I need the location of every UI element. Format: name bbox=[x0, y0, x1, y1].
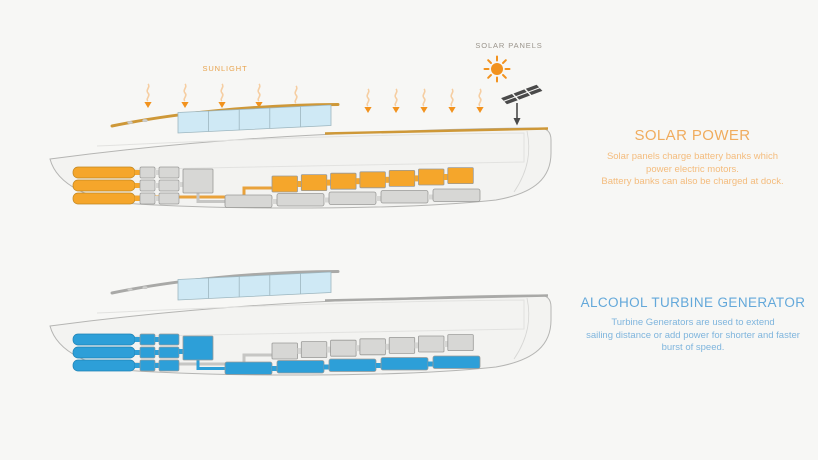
roof-fitting bbox=[142, 119, 148, 123]
sunlight-arrow-icon bbox=[364, 88, 372, 113]
stern-line bbox=[513, 130, 530, 193]
engine-room-outline bbox=[96, 299, 525, 338]
electric-motors bbox=[72, 333, 140, 372]
sunlight-arrow-icon bbox=[476, 88, 484, 113]
roof-fitting bbox=[142, 286, 148, 290]
cabin-windows bbox=[177, 271, 332, 301]
fuel-tanks bbox=[224, 188, 481, 208]
sunlight-arrow-icon bbox=[392, 88, 400, 113]
deck-stripe bbox=[324, 294, 549, 302]
stern-line bbox=[513, 297, 530, 360]
roof-fitting bbox=[127, 288, 133, 292]
fuel-tanks bbox=[224, 355, 481, 375]
turbine-generator-title: ALCOHOL TURBINE GENERATOR bbox=[580, 295, 806, 310]
sunlight-arrow-icon bbox=[181, 83, 189, 108]
turbine-generator-box bbox=[182, 335, 214, 361]
electric-motors bbox=[72, 166, 140, 205]
sunlight-arrow-icon bbox=[144, 83, 152, 108]
power-pipe bbox=[130, 186, 272, 199]
battery-banks bbox=[271, 167, 474, 193]
solar-power-title: SOLAR POWER bbox=[634, 127, 751, 144]
turbine-description-line-1: Turbine Generators are used to extend bbox=[611, 317, 775, 328]
solar-boat-diagram bbox=[49, 103, 552, 209]
sunlight-arrow-icon bbox=[255, 83, 263, 108]
sunlight-arrow-icon bbox=[420, 88, 428, 113]
generator-pipe bbox=[196, 357, 225, 370]
solar-panel-icon bbox=[501, 84, 543, 126]
battery-banks bbox=[271, 334, 474, 360]
generator-pipe bbox=[196, 190, 225, 203]
cabin-windows bbox=[177, 104, 332, 134]
gearbox-couplings bbox=[139, 166, 183, 205]
turbine-generator-box bbox=[182, 168, 214, 194]
solar-description-line-1: Solar panels charge battery banks which bbox=[606, 151, 779, 162]
sunlight-label: SUNLIGHT bbox=[202, 64, 248, 73]
solar-description-line-3: Battery banks can also be charged at doc… bbox=[601, 176, 784, 187]
turbine-description-line-2: sailing distance or add power for shorte… bbox=[586, 329, 800, 341]
sunlight-arrow-icon bbox=[218, 83, 226, 108]
turbine-generator-caption: ALCOHOL TURBINE GENERATOR Turbine Genera… bbox=[552, 295, 818, 355]
solar-description-line-2: power electric motors. bbox=[646, 163, 739, 175]
sunlight-arrows bbox=[144, 83, 484, 113]
roof-fitting bbox=[127, 121, 133, 125]
gearbox-couplings bbox=[139, 333, 183, 372]
solar-power-caption: SOLAR POWER Solar panels charge battery … bbox=[565, 127, 818, 189]
sunlight-arrow-icon bbox=[448, 88, 456, 113]
turbine-description-line-3: burst of speed. bbox=[661, 342, 725, 353]
sun-icon bbox=[483, 55, 511, 83]
power-pipe bbox=[130, 353, 272, 366]
engine-room-outline bbox=[96, 132, 525, 171]
turbine-boat-diagram bbox=[49, 270, 552, 376]
solar-panels-label: SOLAR PANELS bbox=[475, 41, 543, 50]
panel-arrow-down bbox=[513, 118, 521, 126]
deck-stripe bbox=[324, 127, 549, 135]
